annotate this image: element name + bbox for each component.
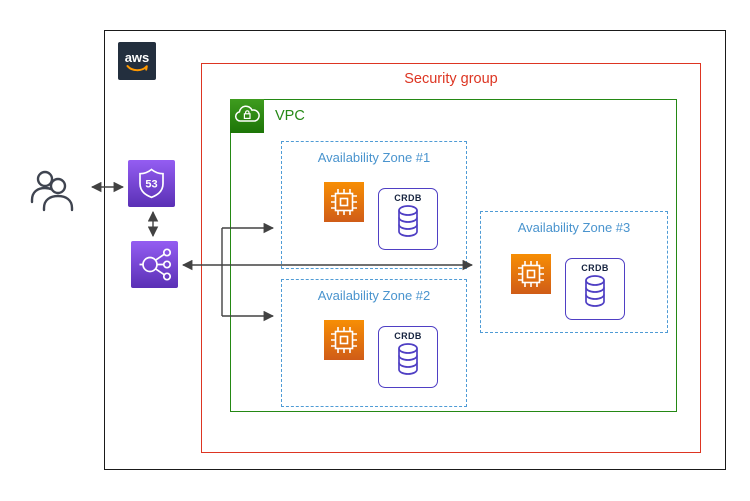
- ec2-icon: [324, 182, 364, 222]
- crdb-node: CRDB: [378, 326, 438, 388]
- availability-zone-3: Availability Zone #3 CRDB: [480, 211, 668, 333]
- route53-icon: 53: [128, 160, 175, 207]
- ec2-icon: [511, 254, 551, 294]
- database-icon: [585, 275, 605, 307]
- vpc-box: VPC Availability Zone #1: [230, 99, 677, 412]
- availability-zone-1: Availability Zone #1 CRDB: [281, 141, 467, 269]
- security-group-box: Security group VPC Availability Zone: [201, 63, 701, 453]
- crdb-node: CRDB: [565, 258, 625, 320]
- az1-label: Availability Zone #1: [317, 150, 431, 165]
- security-group-label: Security group: [404, 71, 498, 87]
- crdb-label: CRDB: [581, 263, 609, 273]
- aws-logo-text: aws: [125, 50, 150, 65]
- aws-smile-icon: [126, 65, 148, 72]
- route53-badge-text: 53: [145, 179, 157, 191]
- crdb-label: CRDB: [394, 193, 422, 203]
- network-share-icon: [139, 248, 172, 281]
- users-icon: [26, 164, 78, 216]
- database-icon: [398, 205, 418, 237]
- vpc-label: VPC: [275, 108, 305, 124]
- crdb-node: CRDB: [378, 188, 438, 250]
- shield-icon: [139, 168, 164, 199]
- crdb-label: CRDB: [394, 331, 422, 341]
- az3-label: Availability Zone #3: [517, 220, 631, 235]
- aws-logo: aws: [118, 42, 156, 80]
- aws-cloud-box: aws Security group: [104, 30, 726, 470]
- az2-label: Availability Zone #2: [317, 288, 431, 303]
- ec2-icon: [324, 320, 364, 360]
- availability-zone-2: Availability Zone #2 CRDB: [281, 279, 467, 407]
- cloud-lock-icon: [234, 105, 260, 122]
- database-icon: [398, 343, 418, 375]
- vpc-icon: [230, 99, 264, 133]
- load-balancer-icon: [131, 241, 178, 288]
